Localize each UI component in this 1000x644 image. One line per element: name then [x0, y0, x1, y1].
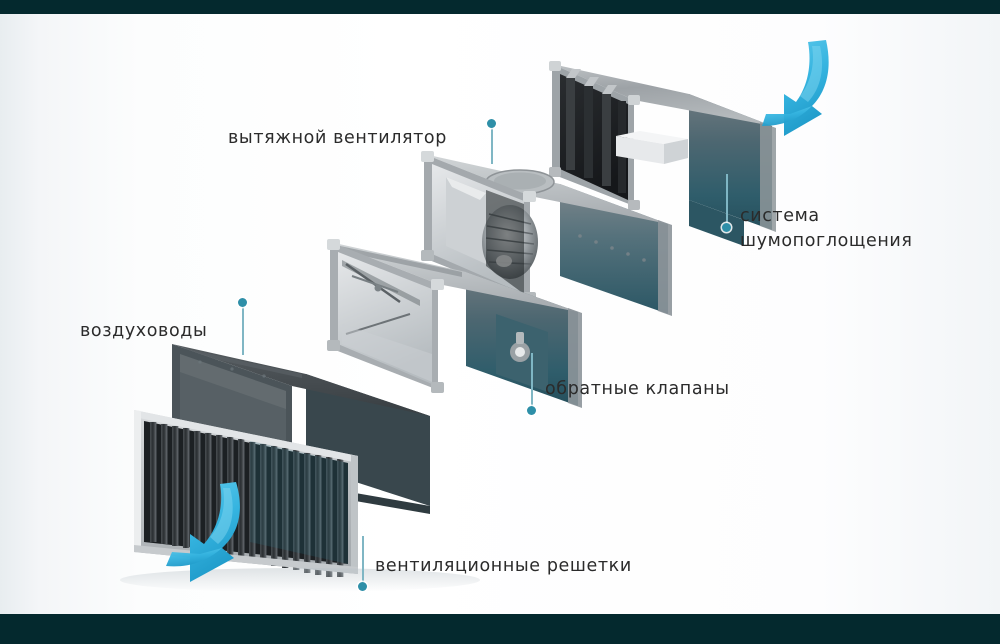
- valve-unit-graphic: [327, 239, 582, 408]
- silencer-unit-graphic: [549, 61, 776, 246]
- label-air-ducts: воздуховоды: [80, 321, 208, 341]
- top-frame-bar: [0, 0, 1000, 14]
- leader-line-valves: [531, 353, 533, 408]
- bottom-frame-bar: [0, 614, 1000, 644]
- ventilation-system-illustration: [120, 40, 829, 592]
- label-check-valves: обратные клапаны: [545, 379, 730, 399]
- leader-dot-silencer: [722, 223, 731, 232]
- leader-line-ducts: [242, 305, 244, 355]
- fan-unit-graphic: [421, 131, 688, 316]
- label-sound-attenuation: система шумопоглощения: [740, 204, 960, 255]
- leader-dot-fan: [487, 119, 496, 128]
- airflow-arrow-top: [762, 40, 829, 136]
- label-sound-attenuation-line1: система: [740, 206, 820, 226]
- label-ventilation-grilles: вентиляционные решетки: [375, 556, 632, 576]
- airflow-arrow-bottom: [166, 482, 240, 582]
- leader-dot-ducts: [238, 298, 247, 307]
- leader-line-silencer: [726, 174, 728, 226]
- leader-dot-valves: [527, 406, 536, 415]
- diagram-canvas: вытяжной вентилятор система шумопоглощен…: [0, 14, 1000, 614]
- label-exhaust-fan: вытяжной вентилятор: [228, 128, 447, 148]
- leader-line-grilles: [362, 536, 364, 584]
- leader-line-fan: [491, 126, 493, 164]
- leader-dot-grilles: [358, 582, 367, 591]
- label-sound-attenuation-line2: шумопоглощения: [740, 231, 913, 252]
